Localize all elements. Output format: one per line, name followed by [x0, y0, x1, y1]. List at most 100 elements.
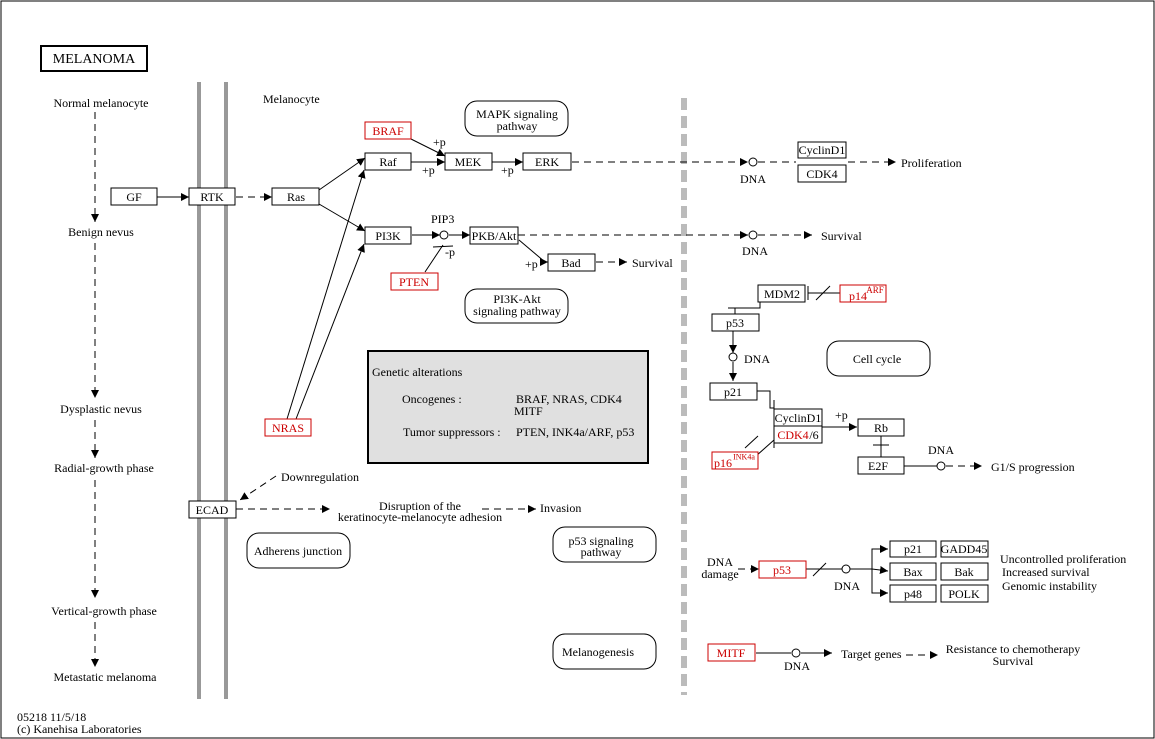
gene-braf[interactable]: BRAF — [364, 121, 412, 140]
svg-text:ARF: ARF — [866, 285, 884, 295]
gene-pi3k[interactable]: PI3K — [364, 226, 412, 245]
svg-text:DNA: DNA — [834, 579, 860, 593]
svg-text:PIP3: PIP3 — [431, 212, 454, 226]
map-adherens-junction[interactable]: Adherens junction — [246, 532, 351, 569]
svg-text:POLK: POLK — [948, 587, 980, 601]
svg-text:signaling pathway: signaling pathway — [473, 304, 561, 318]
svg-text:DNA: DNA — [742, 244, 768, 258]
svg-text:CDK4: CDK4 — [806, 167, 837, 181]
edge-labels: +p +p +p PIP3 -p +p +p — [422, 135, 848, 422]
map-mapk-signaling[interactable]: MAPK signaling pathway — [464, 100, 569, 137]
svg-text:PI3K-Akt: PI3K-Akt — [493, 292, 541, 306]
map-p53-signaling[interactable]: p53 signaling pathway — [552, 526, 657, 563]
outcome-resistance: Resistance to chemotherapy — [946, 642, 1081, 656]
outcome-genomic-instability: Genomic instability — [1002, 579, 1097, 593]
svg-text:-p: -p — [445, 245, 455, 259]
svg-text:RTK: RTK — [200, 190, 224, 204]
svg-text:+p: +p — [525, 257, 538, 271]
gene-ras[interactable]: Ras — [271, 187, 320, 206]
svg-text:Bad: Bad — [561, 256, 580, 270]
stage-normal-melanocyte: Normal melanocyte — [54, 96, 149, 110]
svg-text:p21: p21 — [904, 542, 922, 556]
map-pi3k-akt-signaling[interactable]: PI3K-Akt signaling pathway — [464, 288, 569, 324]
oncogenes-list-1: BRAF, NRAS, CDK4 — [516, 392, 622, 406]
map-cell-cycle[interactable]: Cell cycle — [826, 340, 931, 377]
gene-ecad[interactable]: ECAD — [188, 500, 237, 519]
svg-text:Cell cycle: Cell cycle — [853, 352, 901, 366]
gene-mdm2[interactable]: MDM2 — [757, 284, 806, 303]
gene-p16ink4a[interactable]: p16 INK4a — [711, 451, 759, 470]
gene-p53-damage[interactable]: p53 — [758, 560, 807, 579]
svg-text:ERK: ERK — [535, 155, 559, 169]
gene-e2f[interactable]: E2F — [857, 456, 905, 475]
gene-cyclind1[interactable]: CyclinD1 — [797, 141, 847, 159]
gene-nras[interactable]: NRAS — [264, 418, 312, 437]
gene-bax[interactable]: Bax — [889, 562, 937, 581]
svg-text:p16: p16 — [714, 456, 732, 470]
svg-text:BRAF: BRAF — [372, 124, 404, 138]
tumor-suppressors-label: Tumor suppressors : — [403, 425, 501, 439]
outcome-increased-survival: Increased survival — [1002, 565, 1090, 579]
cdk4-red-label: CDK4 — [777, 428, 808, 442]
svg-text:/6: /6 — [809, 428, 818, 442]
map-melanogenesis[interactable]: Melanogenesis — [552, 633, 657, 670]
svg-text:Adherens junction: Adherens junction — [254, 544, 342, 558]
dna-labels: DNA DNA DNA DNA DNA DNA — [740, 172, 954, 673]
svg-text:DNA: DNA — [928, 443, 954, 457]
svg-text:+p: +p — [433, 135, 446, 149]
outcome-survival-bad: Survival — [632, 256, 673, 270]
svg-text:p21: p21 — [724, 385, 742, 399]
svg-text:+p: +p — [835, 408, 848, 422]
label-downregulation: Downregulation — [281, 470, 359, 484]
svg-text:ECAD: ECAD — [196, 503, 229, 517]
gene-cyclind1-cdk46[interactable]: CyclinD1 CDK4 /6 — [773, 408, 823, 444]
gene-p48[interactable]: p48 — [889, 584, 937, 603]
svg-text:pathway: pathway — [497, 119, 538, 133]
svg-text:+p: +p — [501, 163, 514, 177]
svg-text:Ras: Ras — [287, 190, 305, 204]
gene-p53[interactable]: p53 — [711, 313, 760, 332]
oncogenes-list-2: MITF — [514, 404, 543, 418]
svg-text:PKB/Akt: PKB/Akt — [472, 229, 517, 243]
outcome-invasion: Invasion — [540, 501, 581, 515]
svg-text:MEK: MEK — [455, 155, 482, 169]
svg-text:Melanogenesis: Melanogenesis — [562, 645, 634, 659]
gene-mek[interactable]: MEK — [444, 152, 493, 171]
gene-bad[interactable]: Bad — [547, 253, 596, 272]
stage-dysplastic-nevus: Dysplastic nevus — [60, 402, 142, 416]
svg-text:Bak: Bak — [954, 565, 973, 579]
label-disruption-1: Disruption of the — [379, 499, 461, 513]
gene-bak[interactable]: Bak — [940, 562, 989, 581]
stage-metastatic: Metastatic melanoma — [54, 670, 158, 684]
gene-pten[interactable]: PTEN — [390, 272, 439, 291]
label-dna-damage-2: damage — [701, 567, 738, 581]
outcome-g1s: G1/S progression — [991, 460, 1075, 474]
gene-cdk4[interactable]: CDK4 — [797, 164, 847, 183]
gene-mitf[interactable]: MITF — [707, 643, 756, 662]
gene-rb[interactable]: Rb — [857, 418, 905, 437]
svg-text:CyclinD1: CyclinD1 — [799, 143, 846, 157]
gene-p21[interactable]: p21 — [709, 382, 758, 401]
oncogenes-label: Oncogenes : — [402, 392, 462, 406]
label-disruption-2: keratinocyte-melanocyte adhesion — [338, 510, 502, 524]
gene-pkb-akt[interactable]: PKB/Akt — [469, 226, 519, 245]
gene-gf[interactable]: GF — [110, 187, 158, 206]
gene-polk[interactable]: POLK — [940, 584, 989, 603]
svg-text:Bax: Bax — [903, 565, 922, 579]
svg-text:MITF: MITF — [717, 646, 746, 660]
svg-text:GADD45: GADD45 — [941, 542, 988, 556]
diagram-title: MELANOMA — [40, 45, 148, 72]
gene-raf[interactable]: Raf — [364, 152, 412, 171]
svg-text:MELANOMA: MELANOMA — [53, 52, 136, 67]
gene-erk[interactable]: ERK — [522, 152, 572, 171]
outcome-proliferation: Proliferation — [901, 156, 962, 170]
gene-gadd45[interactable]: GADD45 — [940, 540, 989, 558]
gene-p14arf[interactable]: p14 ARF — [839, 284, 887, 303]
gene-rtk[interactable]: RTK — [188, 187, 236, 206]
outcome-survival: Survival — [821, 229, 862, 243]
region-label-melanocyte: Melanocyte — [263, 92, 320, 106]
stage-radial-growth: Radial-growth phase — [54, 461, 154, 475]
svg-text:DNA: DNA — [740, 172, 766, 186]
gene-p21-target[interactable]: p21 — [889, 540, 937, 558]
